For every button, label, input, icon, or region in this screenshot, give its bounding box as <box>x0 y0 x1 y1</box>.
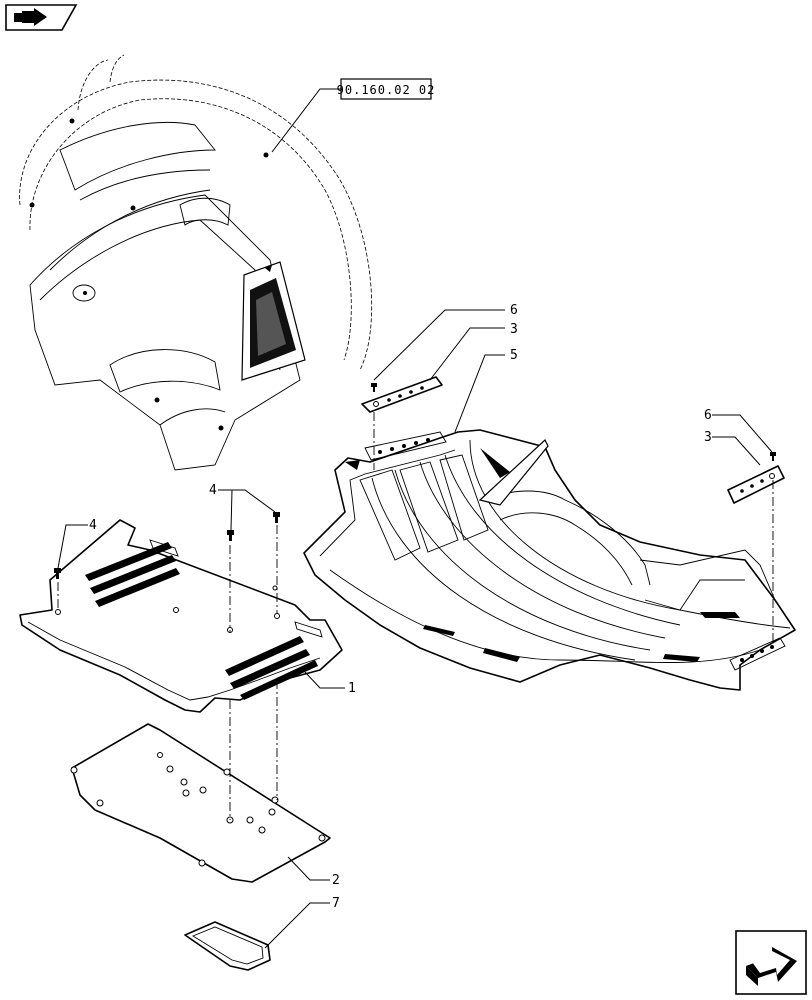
callout-6-top: 6 <box>510 303 518 318</box>
callout-3-top: 3 <box>510 322 518 337</box>
leader-6-right <box>712 414 773 453</box>
cab-fender-assembly <box>19 54 373 471</box>
floor-plate[interactable] <box>19 519 343 713</box>
callout-4-left: 4 <box>89 518 97 533</box>
screw-right[interactable] <box>770 452 776 461</box>
screw-center-right[interactable] <box>273 512 280 523</box>
callout-1: 1 <box>348 681 356 696</box>
leader-6-top <box>373 309 505 381</box>
leader-1 <box>304 671 345 689</box>
leader-4-left <box>57 524 88 569</box>
step-plate-top[interactable] <box>361 376 443 413</box>
leader-3-top <box>429 327 505 381</box>
callout-6-right: 6 <box>704 408 712 423</box>
reference-label: 90.160.02 02 <box>337 83 436 97</box>
leader-4-center <box>218 489 276 513</box>
leader-3-right <box>712 436 761 466</box>
screw-left[interactable] <box>54 568 61 579</box>
next-page-arrow-icon[interactable] <box>735 930 807 995</box>
screw-top[interactable] <box>371 383 377 392</box>
under-mat[interactable] <box>70 723 331 883</box>
callout-2: 2 <box>332 873 340 888</box>
leader-7 <box>264 902 330 949</box>
floor-mat[interactable] <box>303 429 796 691</box>
step-plate-right[interactable] <box>727 465 785 504</box>
leader-2 <box>287 856 330 881</box>
leader-4-center-b <box>218 489 233 531</box>
arrow-book-icon[interactable] <box>5 4 78 31</box>
callout-4-center: 4 <box>209 483 217 498</box>
callout-3-right: 3 <box>704 430 712 445</box>
leader-5 <box>454 354 505 433</box>
rubber-seal[interactable] <box>184 921 271 971</box>
reference-box[interactable]: 90.160.02 02 <box>337 78 436 100</box>
screw-center[interactable] <box>227 530 234 541</box>
callout-5: 5 <box>510 348 518 363</box>
reference-leader <box>271 88 341 153</box>
callout-7: 7 <box>332 896 340 911</box>
